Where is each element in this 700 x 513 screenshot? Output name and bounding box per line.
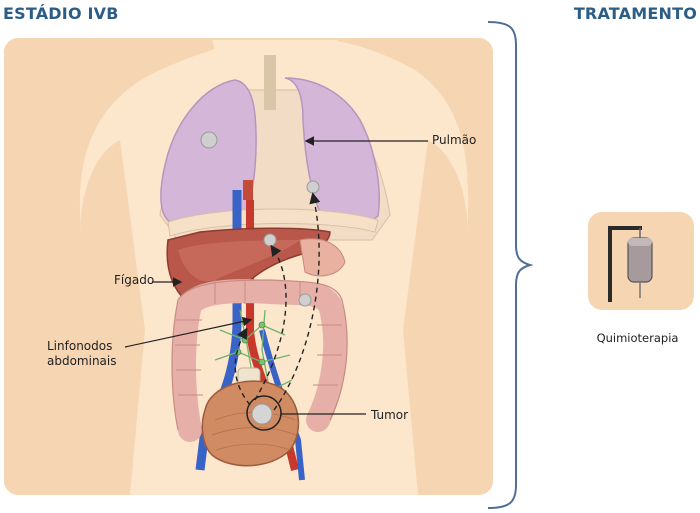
- liver-metastasis: [263, 233, 277, 247]
- label-lymph-line2: abdominais: [47, 354, 117, 368]
- metastasis-path-liver: [254, 244, 287, 401]
- leader-line-lymph: [124, 316, 253, 348]
- iv-drip-icon: [608, 226, 653, 302]
- grouping-bracket: [487, 21, 534, 509]
- label-lung: Pulmão: [432, 133, 477, 147]
- lung-metastasis-left: [200, 131, 218, 149]
- colon-haustra: [175, 280, 342, 396]
- metastasis-path-lymph: [234, 327, 251, 406]
- tumor-mass: [251, 403, 273, 425]
- label-tumor: Tumor: [371, 408, 409, 422]
- tumor-marker: [246, 395, 282, 431]
- treatment-title: TRATAMENTO: [573, 4, 697, 23]
- lung-metastasis-right: [306, 180, 320, 194]
- label-lymph-nodes: Linfonodos abdominais: [47, 339, 117, 369]
- left-arm-shape: [80, 140, 145, 495]
- colon: [172, 279, 348, 442]
- colon-metastasis: [298, 293, 312, 307]
- colon-outline: [171, 279, 348, 431]
- stage-title: ESTÁDIO IVB: [3, 4, 119, 23]
- right-arm-shape: [403, 140, 468, 495]
- label-lymph-line1: Linfonodos: [47, 339, 113, 353]
- label-liver: Fígado: [114, 273, 155, 287]
- liver-highlight: [178, 240, 300, 282]
- stomach: [299, 238, 346, 277]
- treatment-card: [588, 212, 694, 310]
- treatment-option-label: Quimioterapia: [596, 331, 679, 345]
